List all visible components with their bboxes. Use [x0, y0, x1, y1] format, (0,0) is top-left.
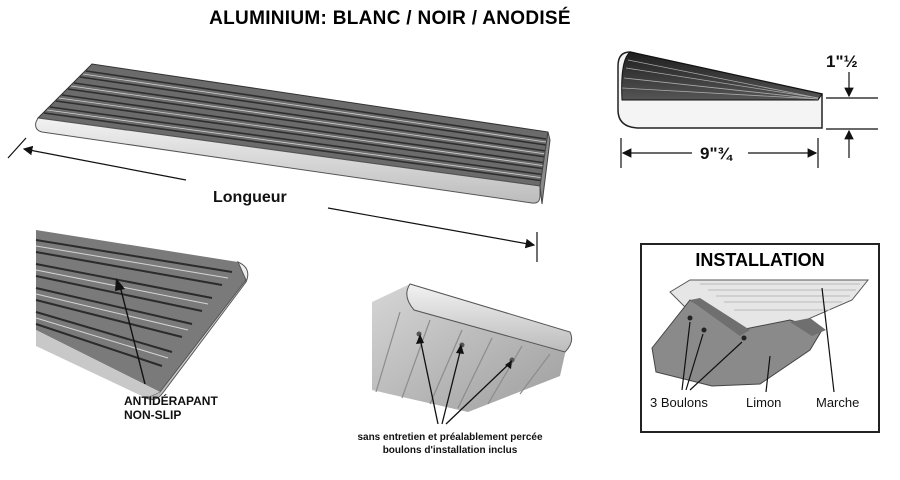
step-label: Marche	[816, 395, 860, 410]
installation-panel	[640, 243, 880, 433]
height-dimension	[826, 72, 878, 158]
height-label: 1"½	[826, 52, 858, 71]
page-title: ALUMINIUM: BLANC / NOIR / ANODISÉ	[209, 8, 571, 29]
installation-title: INSTALLATION	[695, 250, 825, 270]
maintenance-label-1: sans entretien et préalablement percée	[357, 432, 543, 443]
long-tread	[35, 63, 551, 205]
length-dimension	[7, 137, 538, 262]
width-dimension	[620, 138, 819, 168]
antiskid-closeup	[35, 230, 249, 400]
stringer-label: Limon	[746, 395, 782, 410]
length-label: Longueur	[213, 189, 287, 206]
installation-scene	[651, 279, 870, 393]
underside-closeup	[372, 283, 573, 425]
maintenance-label-2: boulons d'installation inclus	[382, 445, 518, 456]
tread-profile	[617, 51, 823, 129]
width-label: 9"¾	[700, 144, 732, 163]
antiskid-label-1: ANTIDÉRAPANT	[124, 394, 218, 408]
antiskid-label-2: NON-SLIP	[124, 408, 182, 422]
bolts-label: 3 Boulons	[650, 395, 708, 410]
